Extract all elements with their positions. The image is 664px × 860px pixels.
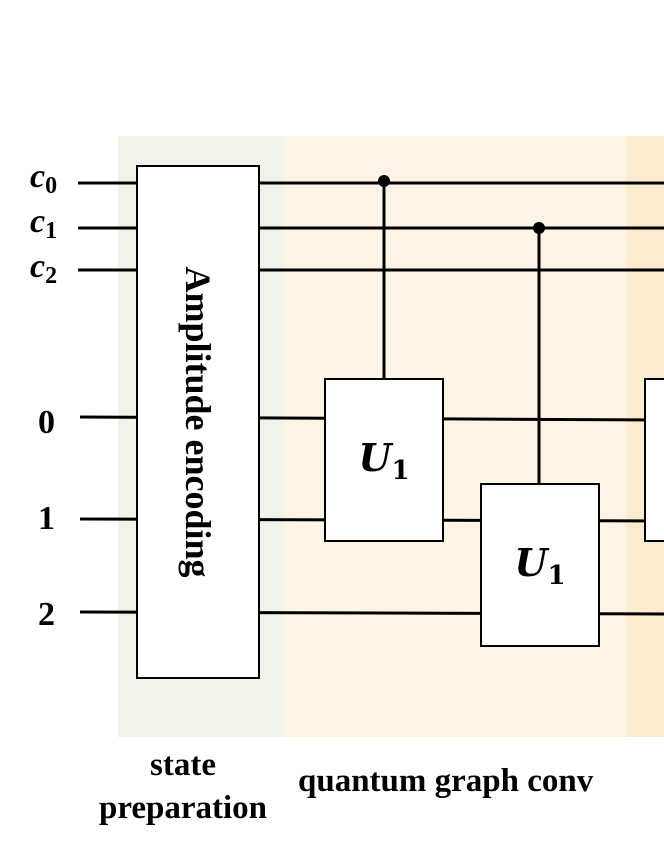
gate-u1-second-label: U1 [514, 539, 566, 591]
stage-label-state-preparation: state preparation [98, 747, 268, 826]
gate-partial-right [644, 378, 664, 542]
label-c1: c1 [30, 203, 58, 244]
label-q2: 2 [38, 596, 55, 633]
gate-u1-first: U1 [324, 378, 444, 542]
stage-label-quantum-graph-conv: quantum graph conv [298, 763, 594, 799]
label-c2: c2 [30, 248, 58, 289]
label-q1: 1 [38, 500, 55, 537]
amplitude-encoding-label: Amplitude encoding [178, 266, 218, 578]
control-dot-1 [378, 175, 390, 187]
gate-u1-first-label: U1 [358, 434, 410, 486]
gate-u1-second: U1 [480, 483, 600, 647]
label-q0: 0 [38, 404, 55, 441]
amplitude-encoding-block: Amplitude encoding [136, 165, 260, 679]
control-dot-2 [533, 222, 545, 234]
label-c0: c0 [30, 158, 58, 199]
